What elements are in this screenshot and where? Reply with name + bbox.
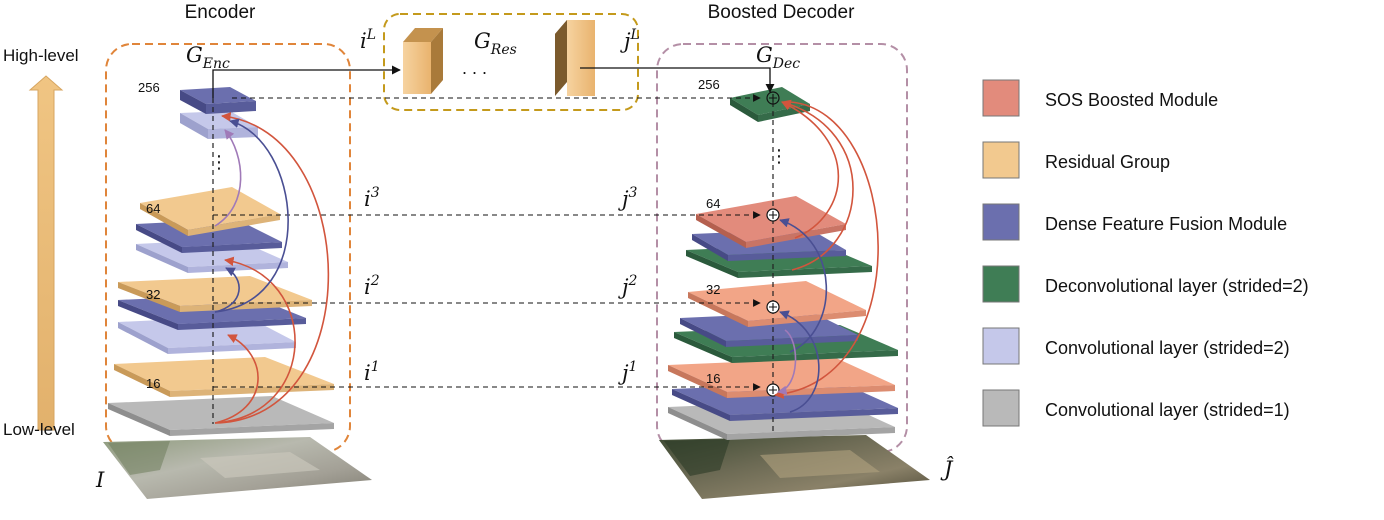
enc-residual-64 [140,187,280,236]
g-res-sub: Res [490,42,517,58]
dec-red-arc-3 [781,101,840,239]
low-level-label: Low-level [3,420,75,439]
input-image [103,437,372,499]
skip-j-1: j1 [618,359,637,385]
dec-red-arc-outer [774,101,879,399]
res-to-dec-arrow [580,67,775,93]
decoder-title: Boosted Decoder [708,2,855,23]
legend-swatch-4 [982,265,1020,303]
sum-node-2 [766,300,780,314]
dec-channel-32: 32 [706,282,720,297]
skip-i-3: i3 [364,185,380,211]
high-level-label: High-level [3,46,79,65]
skip-i-l: iL [360,27,376,53]
decoder-fusion-arrows [774,99,879,413]
legend-swatch-5 [982,327,1020,365]
enc-dffm-256 [180,87,256,114]
residual-block-2 [555,20,595,96]
legend-label-6: Convolutional layer (strided=1) [1045,400,1290,420]
legend-swatch-3 [982,203,1020,241]
g-res-label: GRes [474,29,517,58]
dec-blue-arc-1 [779,218,828,353]
enc-red-arc-low [214,334,259,424]
enc-red-arc-top [214,112,330,424]
encoder-title: Encoder [185,2,256,23]
legend-swatch-2 [982,141,1020,179]
legend-label-2: Residual Group [1045,152,1170,172]
residual-box [383,13,639,111]
legend-label-4: Deconvolutional layer (strided=2) [1045,276,1309,296]
enc-channel-32: 32 [146,287,160,302]
g-res-main: G [474,29,491,53]
dec-channel-64: 64 [706,196,720,211]
input-label: I [95,468,105,492]
g-enc-main: G [186,43,203,67]
encoder-stack [108,87,334,436]
sum-node-3 [766,208,780,222]
enc-channel-64: 64 [146,201,160,216]
enc-channel-16: 16 [146,376,160,391]
g-enc-label: GEnc [186,43,230,72]
skip-i-3-main: i [364,187,371,211]
skip-i-1-main: i [364,361,371,385]
skip-j-l-sup: L [630,27,640,43]
g-enc-sub: Enc [202,56,230,72]
legend-swatch-6 [982,389,1020,427]
skip-j-3-main: j [618,187,629,211]
encoder-box [105,43,351,453]
skip-j-l: jL [620,27,640,53]
dec-channel-256: 256 [698,77,720,92]
skip-i-l-sup: L [366,27,376,43]
encoder-fusion-arrows [214,112,330,424]
encoder-ellipsis: ⋮ [210,152,228,172]
dec-sos-32 [688,281,866,327]
skip-j-1-main: j [618,361,629,385]
legend-label-1: SOS Boosted Module [1045,90,1218,110]
skip-j-3: j3 [618,185,638,211]
skip-j-l-main: j [620,29,631,53]
skip-i-l-main: i [360,29,367,53]
g-dec-label: GDec [756,43,800,72]
skip-i-2-sup: 2 [370,273,380,289]
output-label: Ĵ [940,456,954,481]
skip-i-1-sup: 1 [371,359,380,375]
skip-i-1: i1 [364,359,380,385]
enc-purple-arc [214,129,242,227]
dec-purple-arc [777,329,797,396]
enc-to-res-arrow [212,65,401,98]
g-dec-main: G [756,43,773,67]
legend-label-5: Convolutional layer (strided=2) [1045,338,1290,358]
skip-j-1-sup: 1 [629,359,638,375]
skip-j-2-sup: 2 [628,273,638,289]
legend-swatch-1 [982,79,1020,117]
output-image [659,435,930,499]
legend-label-3: Dense Feature Fusion Module [1045,214,1287,234]
enc-conv-s1-base [108,396,334,436]
skip-j-2: j2 [618,273,638,299]
enc-conv-s2-top [180,111,258,139]
skip-i-2-main: i [364,275,371,299]
residual-dots: . . . [462,58,487,78]
decoder-ellipsis: ⋮ [770,146,788,166]
enc-blue-arc-top [214,118,289,313]
skip-j-2-main: j [618,275,629,299]
g-dec-sub: Dec [772,56,801,72]
enc-channel-256: 256 [138,80,160,95]
dec-blue-arc-2 [779,310,820,413]
skip-j-3-sup: 3 [629,185,638,201]
dec-channel-16: 16 [706,371,720,386]
skip-i-3-sup: 3 [371,185,380,201]
enc-blue-arc-mid [214,267,240,313]
dec-red-arc-2 [781,99,854,271]
skip-i-2: i2 [364,273,380,299]
sum-node-l [766,91,780,105]
residual-block-1 [403,28,443,94]
level-axis-arrow [28,75,64,431]
enc-red-arc-mid [214,256,296,424]
